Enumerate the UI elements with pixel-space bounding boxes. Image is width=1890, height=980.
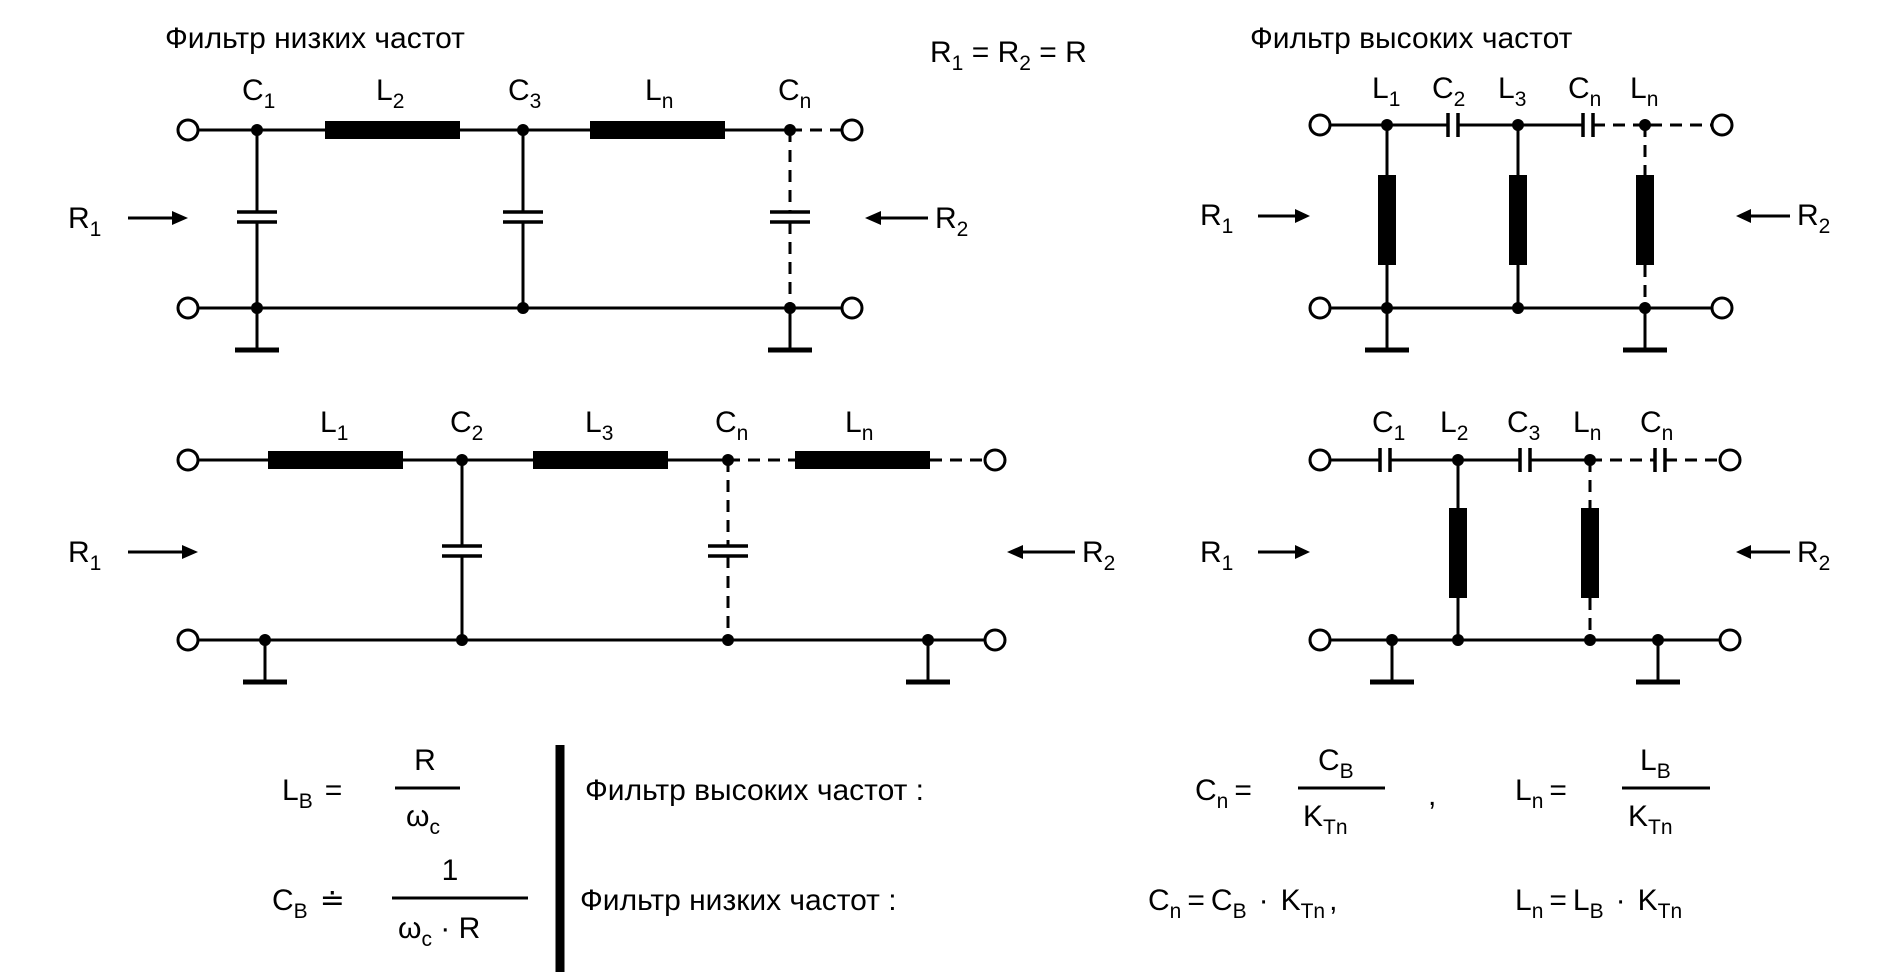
inductor-L1	[1378, 175, 1396, 265]
arrow-right-icon	[182, 545, 198, 559]
terminal-out-top	[840, 118, 864, 142]
svg-text:C3: C3	[1507, 406, 1540, 445]
svg-text:R2: R2	[1797, 536, 1830, 575]
svg-text:L1: L1	[1372, 72, 1400, 111]
svg-text:C1: C1	[1372, 406, 1405, 445]
formula-CB: CB≐ 1 ωc · R	[272, 854, 528, 951]
svg-text:L3: L3	[1498, 72, 1526, 111]
svg-text:Ln: Ln	[1573, 406, 1601, 445]
label-R2: R2	[935, 202, 968, 241]
svg-text:L2: L2	[1440, 406, 1468, 445]
inductor-L2	[325, 121, 460, 139]
svg-text:R1: R1	[1200, 536, 1233, 575]
svg-text:CB: CB	[1318, 744, 1354, 783]
label-Cn: Cn	[778, 74, 811, 113]
formula-LB: LB= R ωc	[282, 744, 460, 839]
svg-text:Cn=CB·KTn,: Cn=CB·KTn,	[1148, 884, 1337, 923]
terminal-in-bottom	[176, 296, 200, 320]
svg-text:Cn: Cn	[1568, 72, 1601, 111]
highpass-pi-network: L1 C2 L3 Cn Ln R1 R2	[1200, 72, 1830, 353]
inductor-L1	[268, 451, 403, 469]
lowpass-t-network: L1 C2 L3 Cn Ln R1 R2	[68, 406, 1115, 685]
resistance-equality: R1 = R2 = R	[930, 36, 1087, 75]
label-Ln: Ln	[645, 74, 673, 113]
label-L3: L3	[585, 406, 613, 445]
label-R1: R1	[68, 202, 101, 241]
lowpass-pi-network: C1 L2 C3 Ln Cn R1 R2	[68, 74, 968, 353]
svg-text:R2: R2	[1797, 199, 1830, 238]
lowpass-title: Фильтр низких частот	[165, 22, 465, 55]
terminal-in-top	[176, 118, 200, 142]
svg-text:,: ,	[1428, 779, 1436, 812]
svg-text:C2: C2	[1432, 72, 1465, 111]
svg-text:LB: LB	[1640, 744, 1671, 783]
svg-text:Фильтр низких частот :: Фильтр низких частот :	[580, 884, 897, 917]
svg-text:KTn: KTn	[1628, 800, 1673, 839]
inductor-Ln	[590, 121, 725, 139]
inductor-L3	[533, 451, 668, 469]
highpass-t-network: C1 L2 C3 Ln Cn R1 R2	[1200, 406, 1830, 685]
terminal-out-bottom	[840, 296, 864, 320]
label-L2: L2	[376, 74, 404, 113]
label-C3: C3	[508, 74, 541, 113]
svg-text:R: R	[414, 744, 436, 777]
formula-highpass: Фильтр высоких частот : Cn= CB KTn , Ln=…	[585, 744, 1710, 839]
arrow-right-icon	[172, 211, 188, 225]
svg-text:Ln=: Ln=	[1515, 774, 1567, 813]
svg-text:R1: R1	[1200, 199, 1233, 238]
svg-text:Cn=: Cn=	[1195, 774, 1252, 813]
svg-text:LB=: LB=	[282, 774, 342, 813]
highpass-title: Фильтр высоких частот	[1250, 22, 1573, 55]
svg-text:Ln: Ln	[1630, 72, 1658, 111]
formula-lowpass: Фильтр низких частот : Cn=CB·KTn, Ln=LB·…	[580, 884, 1682, 923]
inductor-L3	[1509, 175, 1527, 265]
arrow-left-icon	[865, 211, 881, 225]
inductor-Ln	[1636, 175, 1654, 265]
svg-text:R1: R1	[68, 536, 101, 575]
svg-text:Ln=LB·KTn: Ln=LB·KTn	[1515, 884, 1682, 923]
svg-text:Cn: Cn	[1640, 406, 1673, 445]
svg-text:KTn: KTn	[1303, 800, 1348, 839]
inductor-Ln	[1581, 508, 1599, 598]
label-C1: C1	[242, 74, 275, 113]
svg-text:R1 = R2 = R: R1 = R2 = R	[930, 36, 1087, 75]
svg-text:R2: R2	[1082, 536, 1115, 575]
inductor-L2	[1449, 508, 1467, 598]
arrow-left-icon	[1007, 545, 1023, 559]
label-C2: C2	[450, 406, 483, 445]
inductor-Ln	[795, 451, 930, 469]
label-L1: L1	[320, 406, 348, 445]
label-Ln: Ln	[845, 406, 873, 445]
label-Cn: Cn	[715, 406, 748, 445]
svg-text:ωc: ωc	[406, 800, 440, 839]
svg-text:CB≐: CB≐	[272, 884, 345, 923]
svg-text:1: 1	[442, 854, 459, 887]
svg-text:ωc · R: ωc · R	[398, 912, 480, 951]
svg-text:Фильтр высоких частот :: Фильтр высоких частот :	[585, 774, 924, 807]
